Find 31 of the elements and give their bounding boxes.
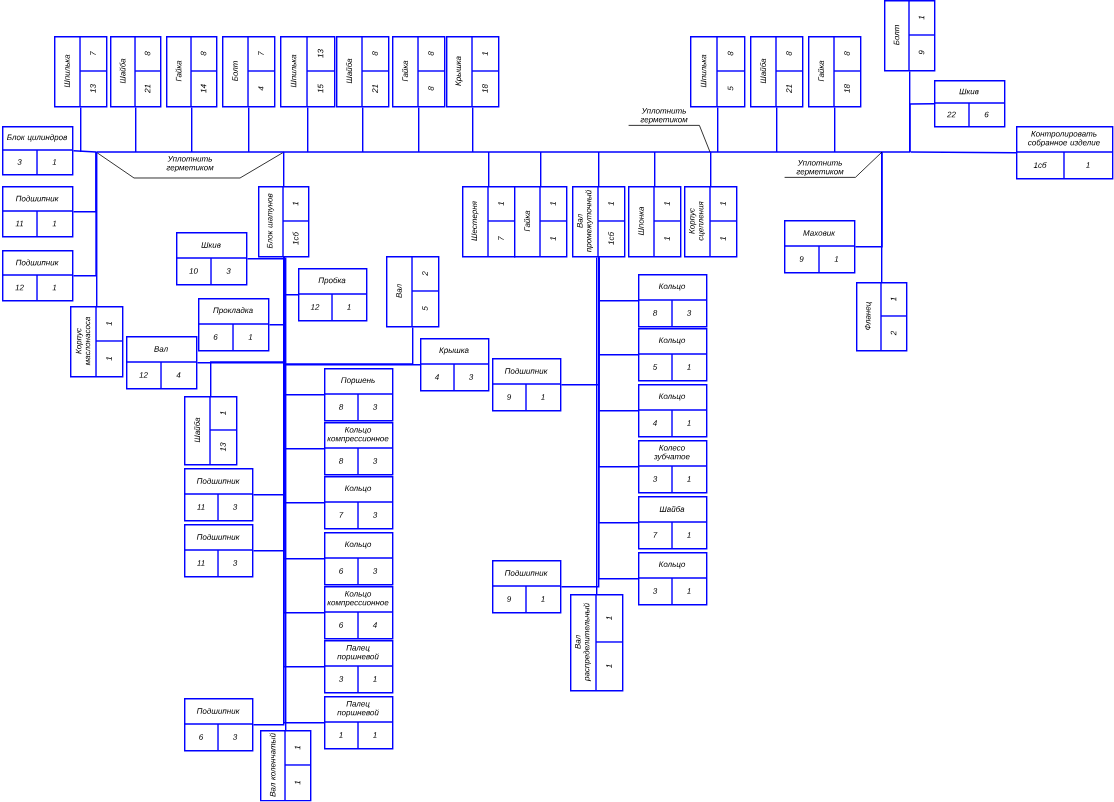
- connector-line: [560, 256, 600, 588]
- connector-line: [598, 151, 600, 187]
- connector-line: [910, 151, 1017, 154]
- leader-line: [628, 124, 711, 153]
- connector-line: [854, 151, 883, 248]
- connector-line: [96, 151, 98, 307]
- connector-line: [834, 106, 836, 153]
- connector-line: [472, 106, 474, 153]
- connector-line: [72, 150, 97, 153]
- connector-line: [248, 106, 250, 153]
- connector-line: [596, 256, 598, 595]
- connector-line: [246, 256, 285, 260]
- connector-line: [285, 256, 287, 731]
- connector-line: [72, 151, 97, 277]
- connector-line: [135, 106, 137, 153]
- connector-line: [191, 106, 193, 153]
- assembly-line: [96, 151, 911, 153]
- connector-line: [362, 106, 364, 153]
- connector-line: [881, 151, 883, 283]
- connector-line: [418, 106, 420, 153]
- connector-line: [710, 151, 712, 187]
- connector-line: [307, 106, 309, 153]
- connector-line: [654, 151, 656, 187]
- leader-line: [784, 151, 883, 178]
- connector-line: [80, 106, 82, 153]
- connector-line: [540, 151, 542, 187]
- connector-line: [717, 106, 719, 153]
- connector-line: [909, 103, 935, 153]
- connector-line: [488, 151, 490, 187]
- connector-line: [776, 106, 778, 153]
- connector-line: [283, 151, 285, 187]
